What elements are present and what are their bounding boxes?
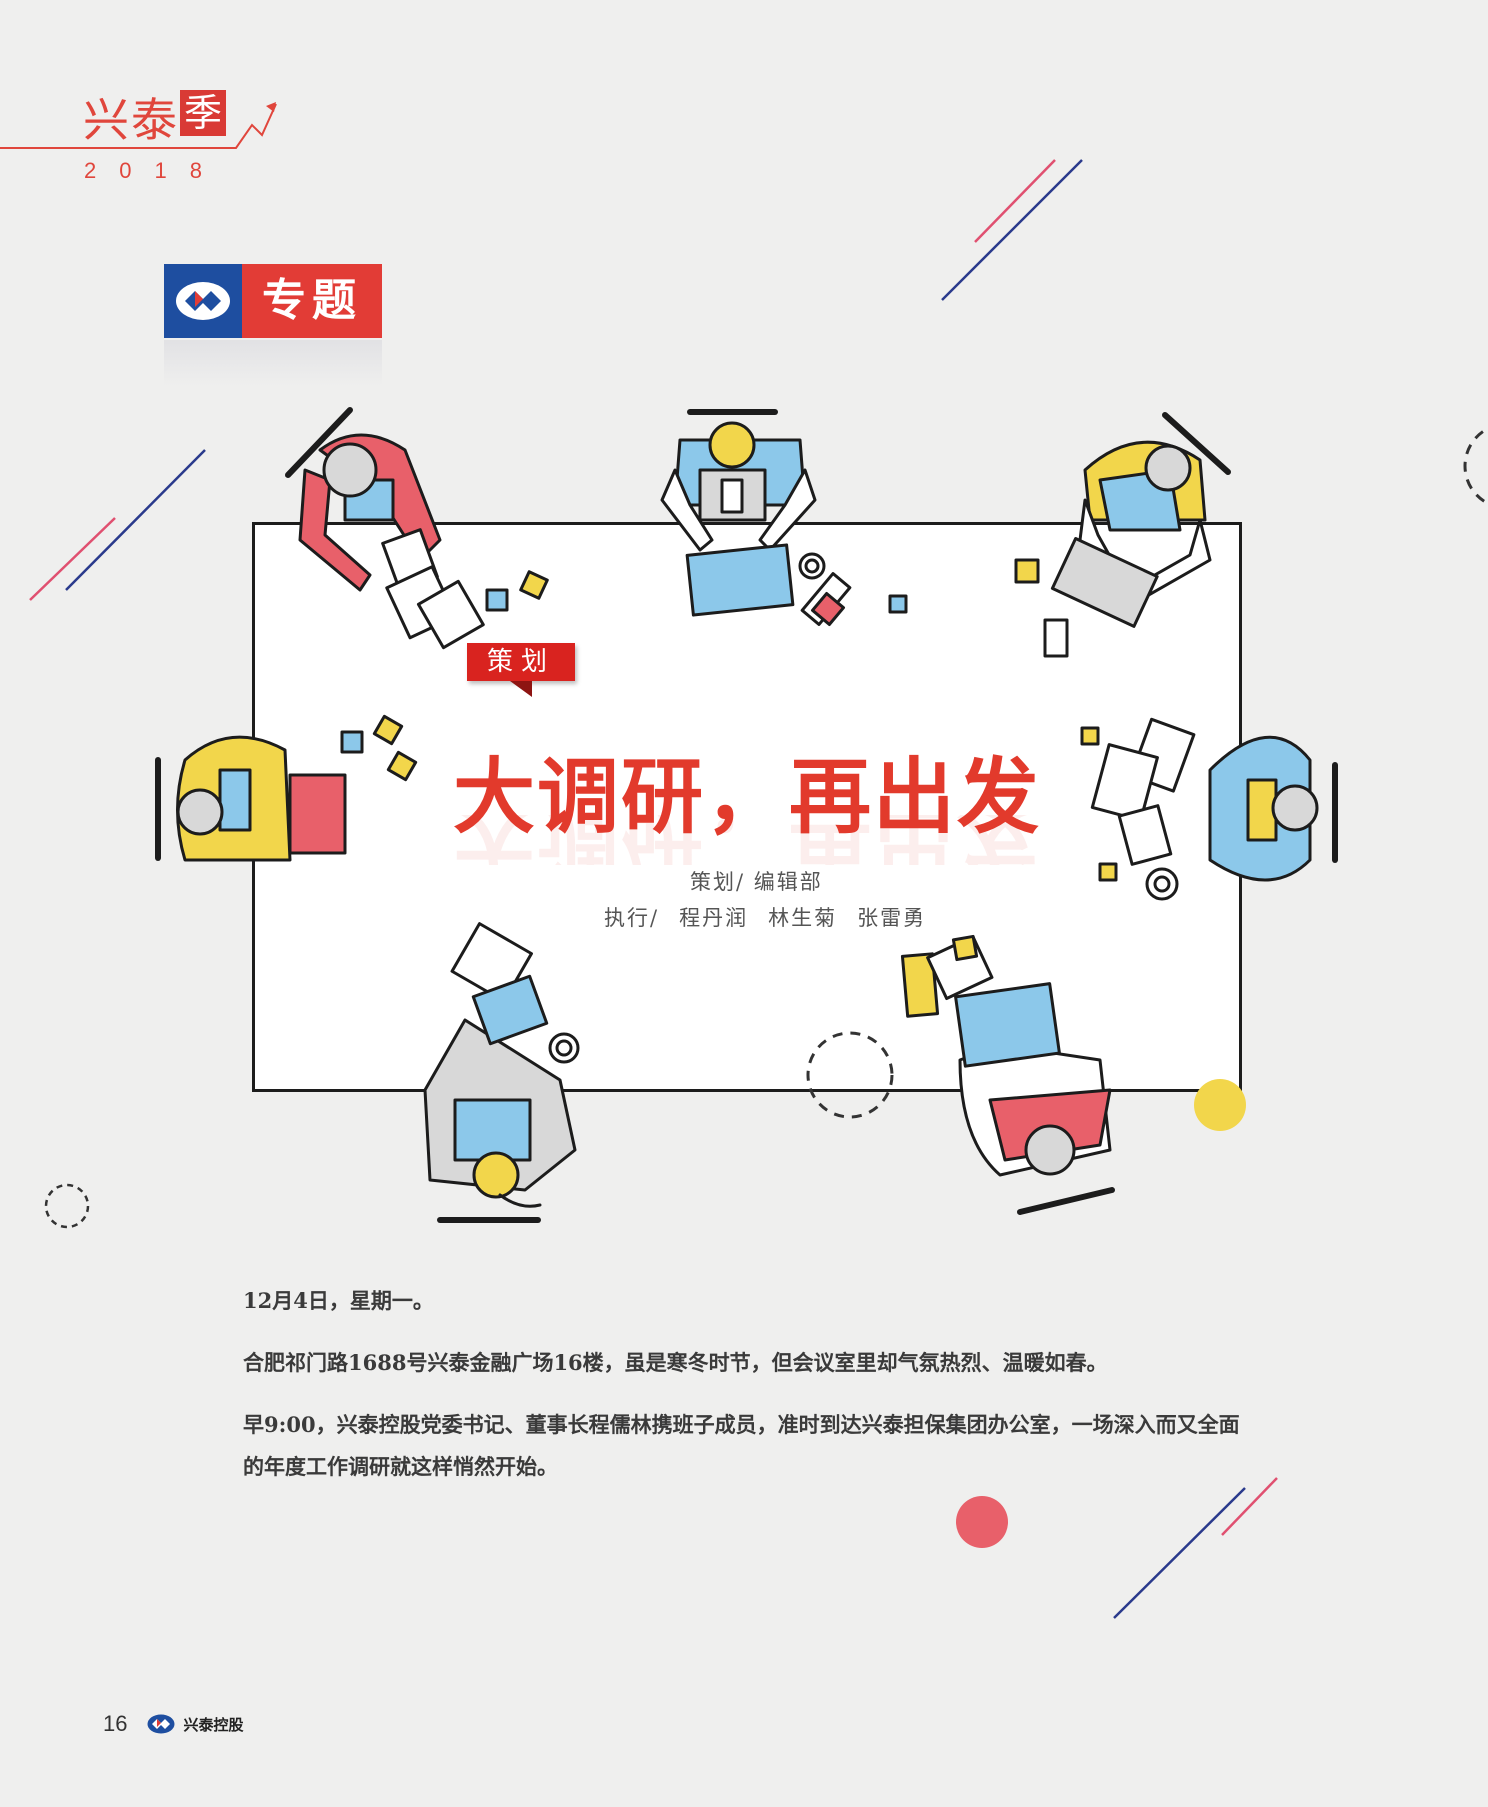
- credit-planning: 策划/ 编辑部: [690, 870, 823, 894]
- person-right-middle: [1080, 717, 1338, 901]
- masthead-year: 2018: [84, 158, 225, 183]
- masthead-seal: 季: [180, 90, 226, 136]
- credit-exec-name: 林生菊: [768, 906, 838, 930]
- footer-brand: 兴泰控股: [183, 1715, 244, 1734]
- article-body: 12月4日，星期一。 合肥祁门路1688号兴泰金融广场16楼，虽是寒冬时节，但会…: [243, 1280, 1253, 1508]
- credit-exec-label: 执行/: [604, 906, 660, 930]
- feature-headline: 大调研，再出发: [452, 750, 1041, 845]
- page-number: 16: [103, 1711, 128, 1736]
- diagonal-line: [1113, 1487, 1246, 1619]
- yellow-dot: [1194, 1079, 1246, 1131]
- section-badge-reflection: [164, 340, 382, 386]
- diagonal-line: [1221, 1477, 1278, 1536]
- diagonal-line: [65, 449, 206, 591]
- planning-tag: 策划: [467, 643, 575, 681]
- feature-headline-reflection: 大调研，再出发: [452, 815, 1041, 865]
- planning-tag-fold: [510, 681, 532, 697]
- masthead-trend-line: [0, 103, 277, 149]
- diagonal-line: [974, 159, 1056, 243]
- red-dot: [956, 1496, 1008, 1548]
- credit-execution: 执行/程丹润林生菊张雷勇: [604, 902, 946, 932]
- credit-exec-name: 张雷勇: [857, 906, 927, 930]
- body-paragraph: 12月4日，星期一。: [243, 1288, 434, 1313]
- section-badge: 专题: [164, 264, 382, 338]
- person-top-center: [660, 409, 908, 626]
- dashed-circle: [1463, 426, 1488, 506]
- person-left-middle: [155, 714, 418, 862]
- xingtai-logo-icon: [147, 1714, 175, 1734]
- dashed-circle: [806, 1031, 894, 1119]
- page-footer: 16 兴泰控股: [103, 1711, 244, 1737]
- dashed-circle: [44, 1183, 90, 1229]
- section-label: 专题: [242, 264, 382, 338]
- person-top-left: [285, 407, 549, 650]
- masthead-arrow-icon: [266, 102, 276, 112]
- diagonal-line: [29, 517, 116, 601]
- diagonal-line: [941, 159, 1083, 301]
- section-logo-box: [164, 264, 242, 338]
- masthead-title: 兴泰: [83, 93, 179, 147]
- body-paragraph: 早9:00，兴泰控股党委书记、董事长程儒林携班子成员，准时到达兴泰担保集团办公室…: [243, 1412, 1240, 1479]
- person-top-right: [1014, 412, 1231, 658]
- credit-exec-name: 程丹润: [679, 906, 749, 930]
- body-paragraph: 合肥祁门路1688号兴泰金融广场16楼，虽是寒冬时节，但会议室里却气氛热烈、温暖…: [243, 1350, 1108, 1375]
- person-bottom-right: [900, 934, 1115, 1215]
- xingtai-logo-icon: [176, 282, 230, 320]
- person-bottom-left: [423, 922, 580, 1223]
